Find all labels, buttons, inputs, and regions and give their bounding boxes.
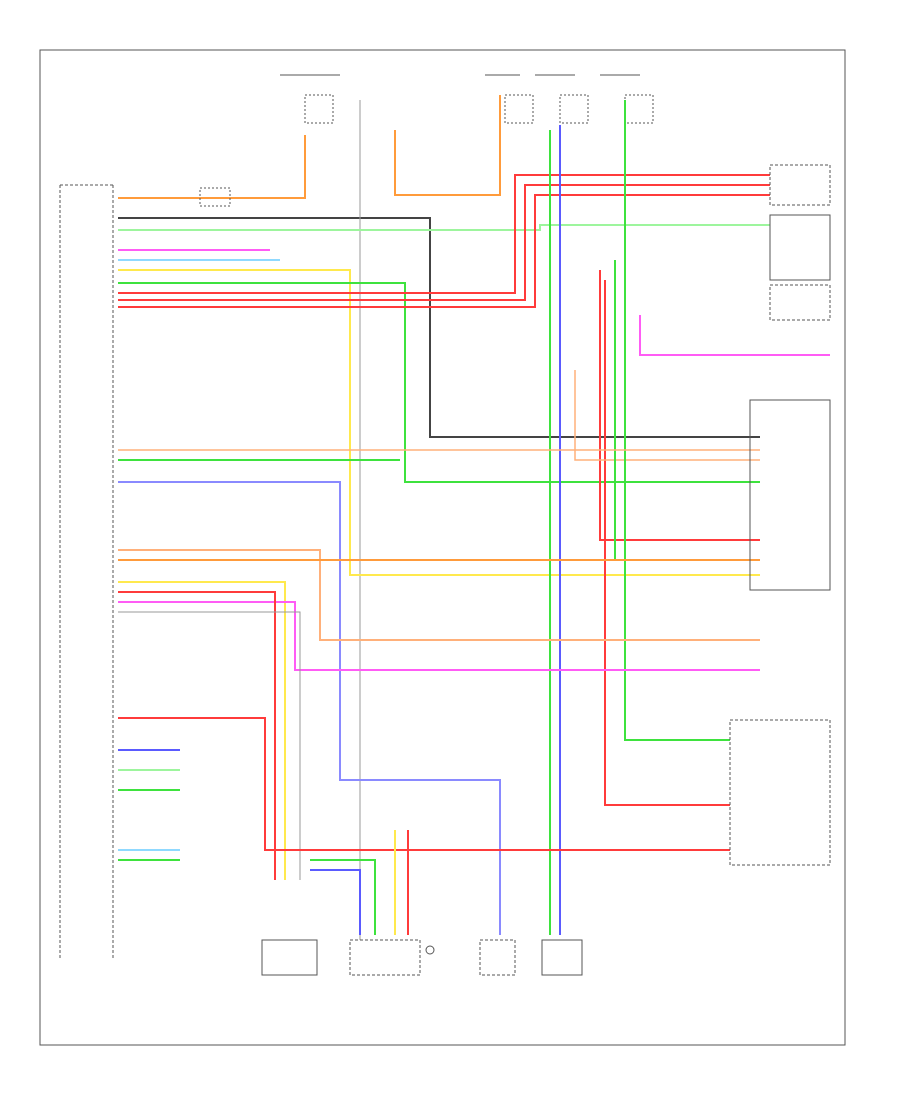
wire-green-vert bbox=[614, 260, 760, 561]
wire-green-1 bbox=[118, 282, 760, 483]
wire-pink-low bbox=[118, 601, 760, 671]
right-components bbox=[729, 164, 831, 866]
wire-red-vert-1 bbox=[599, 270, 760, 541]
diagram-frame bbox=[39, 49, 846, 1046]
wire-red-3 bbox=[118, 194, 770, 308]
wire-yellow-low bbox=[118, 581, 286, 880]
wire-green-bottom bbox=[310, 859, 376, 935]
wire-orange-low-1 bbox=[118, 549, 760, 641]
wire-blue-mid bbox=[118, 481, 501, 935]
ecu-block bbox=[59, 184, 114, 960]
top-power-sources bbox=[280, 74, 654, 124]
wire-red-2 bbox=[118, 184, 770, 301]
wires bbox=[118, 95, 830, 940]
wire-orange-vert bbox=[574, 370, 760, 461]
wire-red-low-2 bbox=[118, 717, 730, 851]
wire-black-1 bbox=[118, 217, 760, 438]
wire-red-1 bbox=[118, 174, 770, 294]
wire-pink-right bbox=[639, 315, 830, 356]
wire-orange-1 bbox=[118, 135, 306, 199]
bottom-components bbox=[261, 939, 583, 976]
wire-yellow-1 bbox=[118, 269, 760, 576]
wire-orange-2 bbox=[394, 95, 501, 196]
wire-red-vert-2 bbox=[604, 280, 730, 806]
wire-blue-bottom bbox=[310, 869, 361, 935]
wire-gray-low bbox=[118, 611, 301, 880]
wire-light-green-1 bbox=[118, 224, 770, 231]
wire-green-vert-2 bbox=[624, 100, 730, 741]
wire-red-low bbox=[118, 591, 276, 880]
